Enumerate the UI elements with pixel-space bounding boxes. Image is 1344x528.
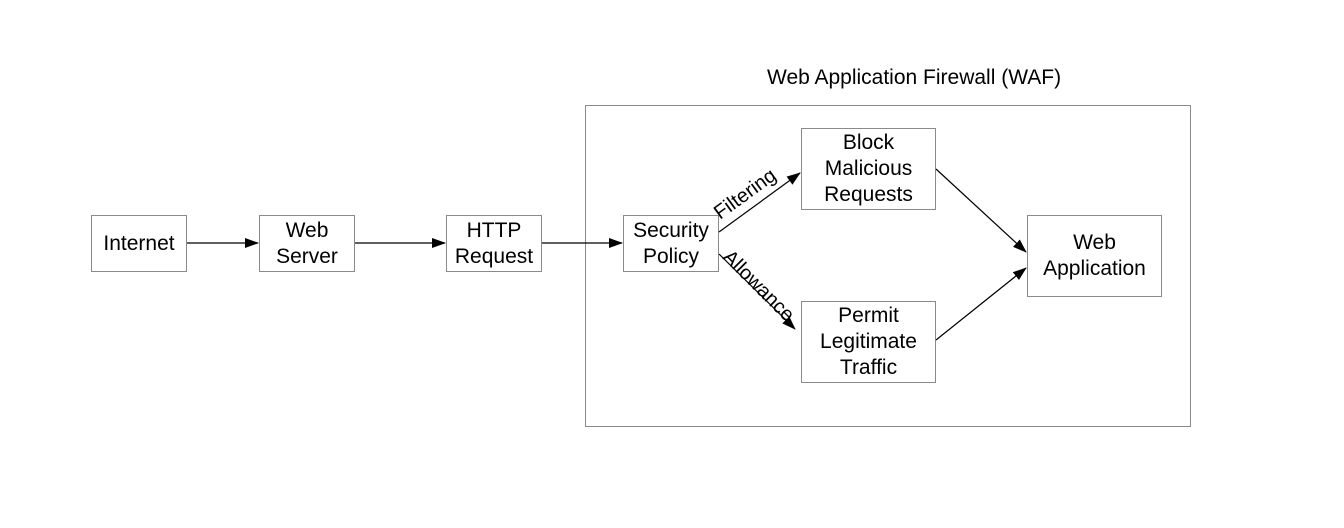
edge-filtering: [718, 172, 801, 233]
node-http-request: HTTP Request: [446, 215, 542, 272]
node-security-policy: Security Policy: [623, 215, 719, 272]
waf-group: [585, 105, 1191, 427]
waf-group-title: Web Application Firewall (WAF): [767, 66, 1062, 89]
node-block-malicious: Block Malicious Requests: [801, 128, 936, 210]
node-permit-legitimate: Permit Legitimate Traffic: [801, 301, 936, 383]
node-internet: Internet: [91, 215, 187, 272]
node-web-server: Web Server: [259, 215, 355, 272]
edge-permit-to-web-app: [935, 267, 1027, 341]
edge-label-allowance: Allowance: [718, 246, 798, 326]
edge-block-to-web-app: [935, 168, 1027, 253]
edge-allowance: [718, 253, 796, 330]
node-web-application: Web Application: [1027, 215, 1162, 297]
